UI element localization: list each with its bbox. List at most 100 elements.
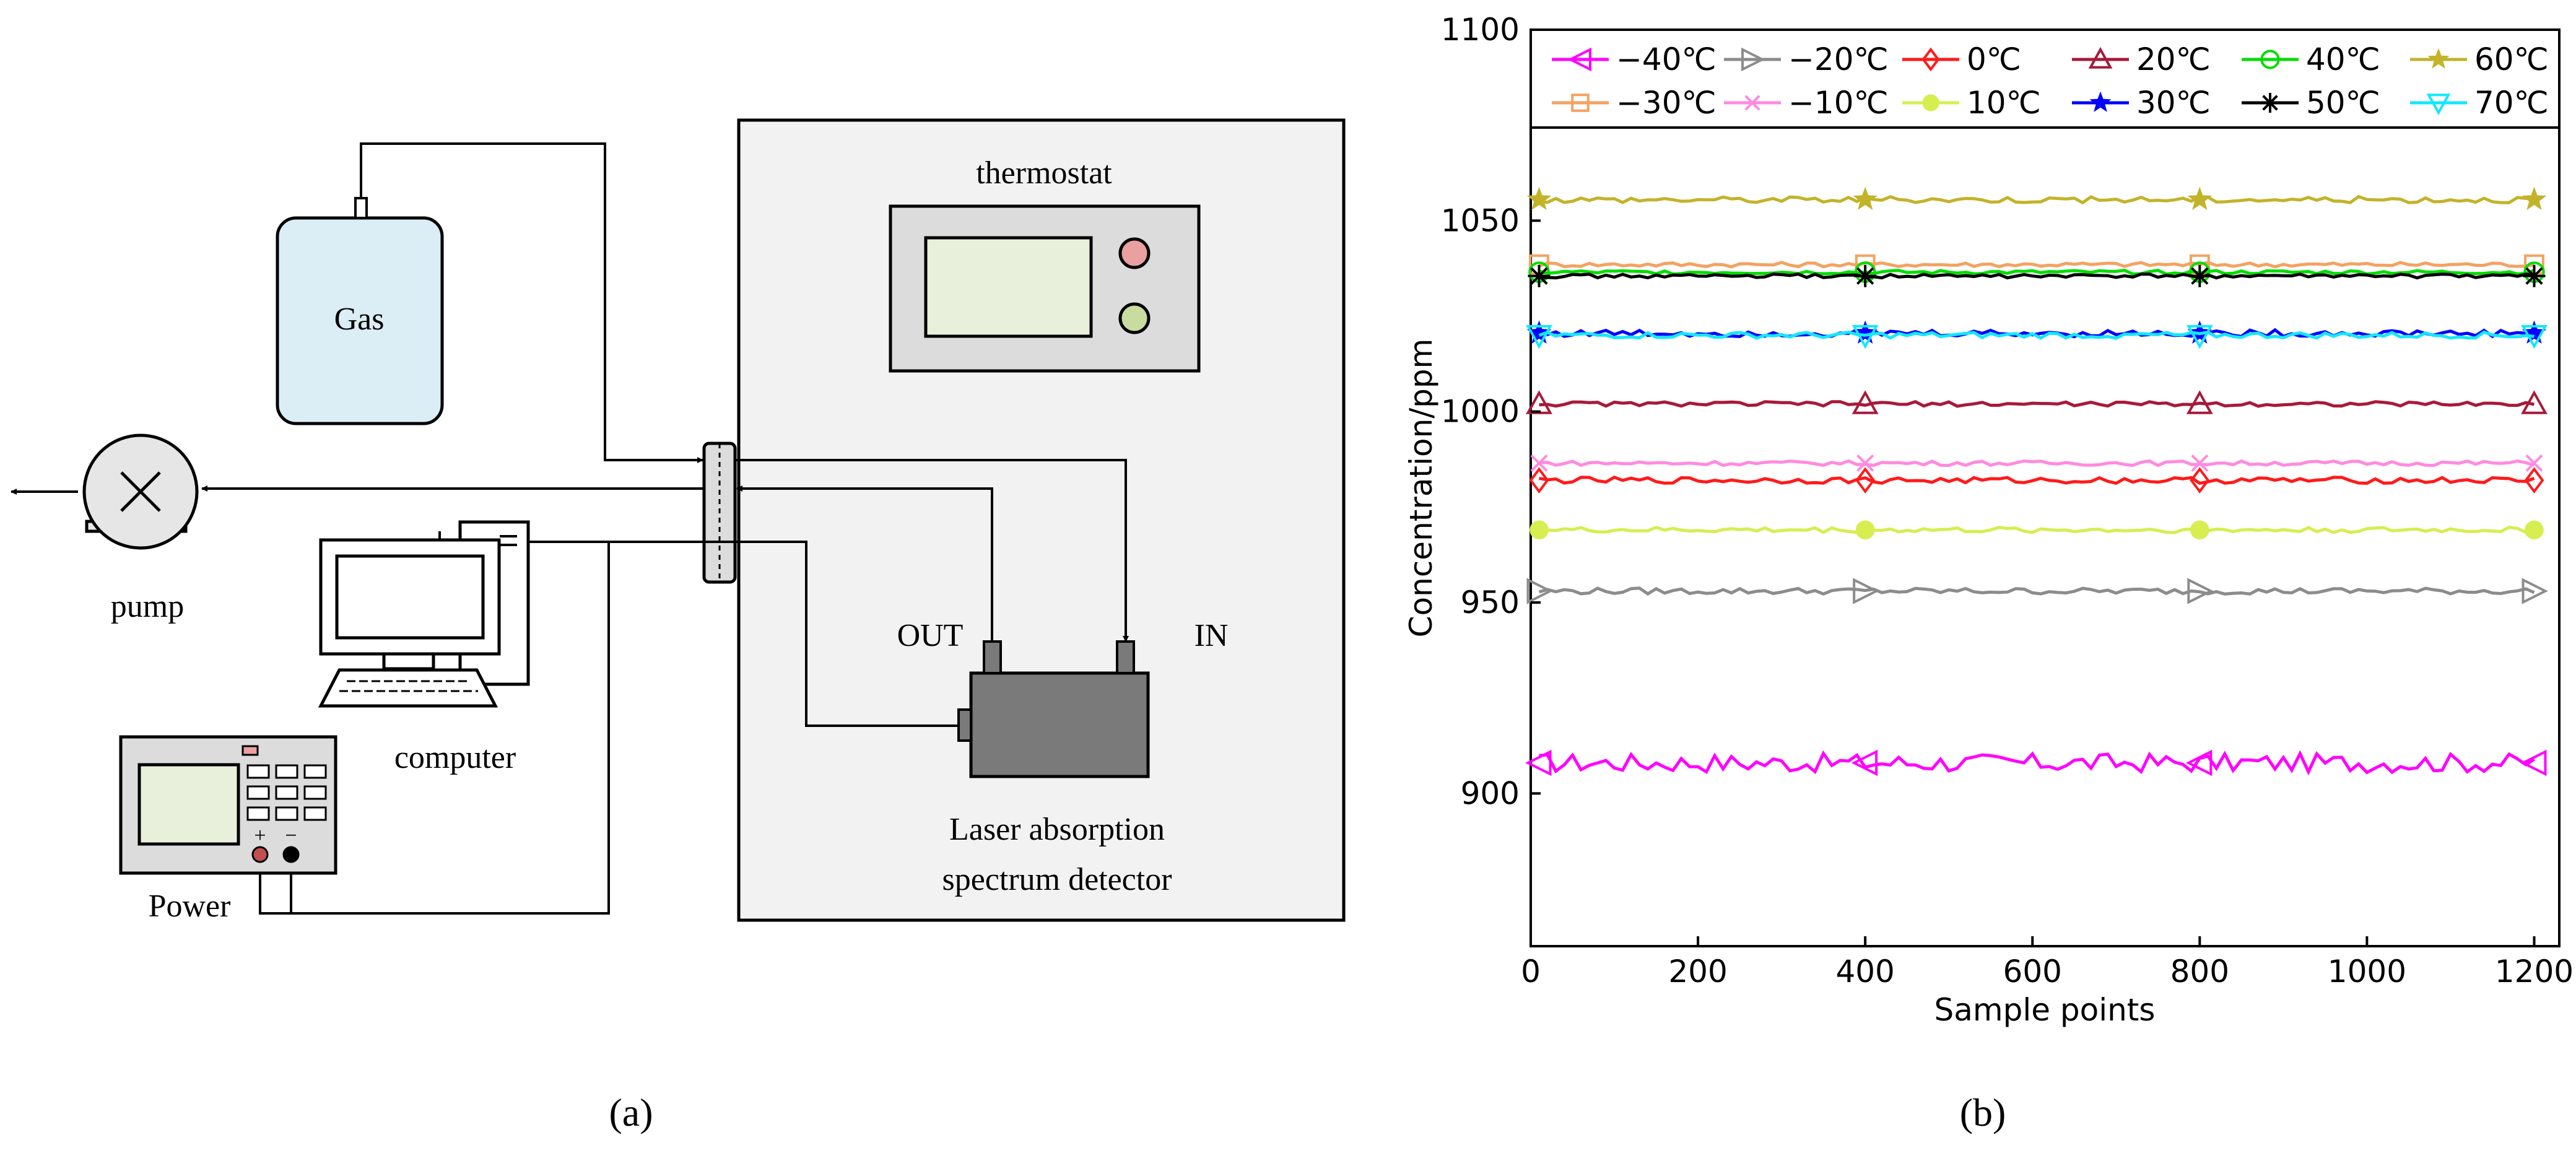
legend-marker <box>1922 94 1939 111</box>
legend-label: 0℃ <box>1967 41 2021 77</box>
series-12 <box>1526 324 2548 349</box>
legend-marker <box>1921 47 1940 72</box>
legend-marker <box>2427 48 2450 69</box>
legend-label: 50℃ <box>2306 85 2380 121</box>
thermostat-controller <box>889 204 1201 373</box>
power-terminal-minus <box>282 846 300 863</box>
data-point <box>1856 454 1874 472</box>
y-tick-label: 1000 <box>1441 394 1520 430</box>
detector-out-port <box>983 640 1002 674</box>
legend-label: 60℃ <box>2474 41 2549 77</box>
pump <box>82 433 199 550</box>
legend-marker <box>2426 94 2451 116</box>
series-line <box>1539 459 2535 468</box>
power-supply <box>119 735 337 875</box>
data-point <box>2191 454 2209 472</box>
data-point <box>1853 578 1879 604</box>
x-tick-label: 0 <box>1521 954 1541 990</box>
series-7 <box>1526 390 2548 414</box>
series-layer <box>1525 186 2548 777</box>
setup-diagram: thermostat Gas pump <box>11 118 1346 1134</box>
series-line <box>1538 586 2535 596</box>
x-tick-label: 200 <box>1668 954 1727 990</box>
legend-item: −10℃ <box>1724 85 1889 121</box>
legend-item: 0℃ <box>1902 41 2021 77</box>
x-axis-label: Sample points <box>1934 992 2156 1028</box>
series-10 <box>1528 264 2546 287</box>
outlet-line <box>736 485 993 642</box>
data-point <box>2190 520 2209 540</box>
y-tick-label: 1100 <box>1441 12 1520 48</box>
data-point <box>2187 578 2214 604</box>
legend-item: 70℃ <box>2410 85 2549 121</box>
data-point <box>1853 320 1878 344</box>
series-1 <box>1525 749 2547 777</box>
x-tick-label: 1200 <box>2495 954 2574 990</box>
detector-label-line1: Laser absorption <box>949 812 1165 847</box>
legend-box <box>1530 28 2561 129</box>
data-point <box>2186 324 2213 349</box>
data-point <box>1854 264 1877 287</box>
legend-marker <box>2088 46 2113 69</box>
data-point <box>2520 749 2547 777</box>
thermostat-screen <box>924 236 1093 338</box>
thermostat-red-knob <box>1118 237 1151 269</box>
data-point <box>1529 467 1549 494</box>
data-point <box>1852 390 1879 414</box>
series-line <box>1538 526 2535 534</box>
data-point <box>2524 467 2544 494</box>
legend-item: 30℃ <box>2072 85 2211 121</box>
data-point <box>1530 454 1548 472</box>
legend-label: −10℃ <box>1788 85 1889 121</box>
gas-line <box>360 142 703 463</box>
gas-valve <box>354 197 368 219</box>
panel-label-b: (b) <box>1960 1090 2006 1134</box>
legend-item: −20℃ <box>1724 41 1889 77</box>
data-point <box>1852 324 1879 349</box>
computer-keyboard <box>318 668 498 708</box>
data-point <box>2523 264 2546 287</box>
data-point <box>2190 467 2210 494</box>
data-point <box>2522 186 2547 211</box>
detector-label-line2: spectrum detector <box>942 862 1172 897</box>
series-line <box>1538 261 2535 269</box>
data-point <box>2521 324 2548 349</box>
legend-label: 30℃ <box>2136 85 2211 121</box>
series-4 <box>1530 454 2543 472</box>
data-point <box>2188 264 2211 287</box>
x-tick-label: 600 <box>2003 954 2062 990</box>
concentration-chart: −40℃−30℃−20℃−10℃0℃10℃20℃30℃40℃50℃60℃70℃ … <box>1403 12 2574 1134</box>
out-label: OUT <box>897 618 964 653</box>
data-point <box>2187 186 2213 211</box>
data-point <box>1530 520 1549 540</box>
series-line <box>1539 750 2535 776</box>
inlet-line <box>735 459 1129 642</box>
gas-label: Gas <box>334 302 385 337</box>
legend-item: 50℃ <box>2242 85 2380 121</box>
thermostat-label: thermostat <box>976 155 1112 191</box>
data-point <box>1526 578 1553 604</box>
y-tick-label: 950 <box>1461 585 1520 620</box>
x-tick-label: 800 <box>2170 954 2229 990</box>
data-point <box>2521 390 2548 414</box>
data-point <box>1851 749 1878 777</box>
series-11 <box>1526 186 2547 211</box>
data-point <box>2186 390 2213 414</box>
legend-item: 20℃ <box>2072 41 2211 77</box>
legend-item: −40℃ <box>1552 41 1717 77</box>
series-line <box>1539 194 2535 205</box>
legend-label: 40℃ <box>2306 41 2380 77</box>
detector-in-port <box>1116 640 1135 674</box>
power-terminal-plus <box>251 846 269 863</box>
legend-label: −30℃ <box>1616 85 1717 121</box>
legend-item: −30℃ <box>1552 85 1717 121</box>
plot-frame <box>1530 28 2561 947</box>
data-point <box>2185 749 2213 777</box>
power-cable <box>290 542 610 915</box>
power-minus-label: − <box>285 824 297 847</box>
legend-label: 70℃ <box>2474 85 2549 121</box>
series-line <box>1539 272 2535 280</box>
data-point <box>2525 454 2543 472</box>
legend-marker <box>1741 47 1765 72</box>
